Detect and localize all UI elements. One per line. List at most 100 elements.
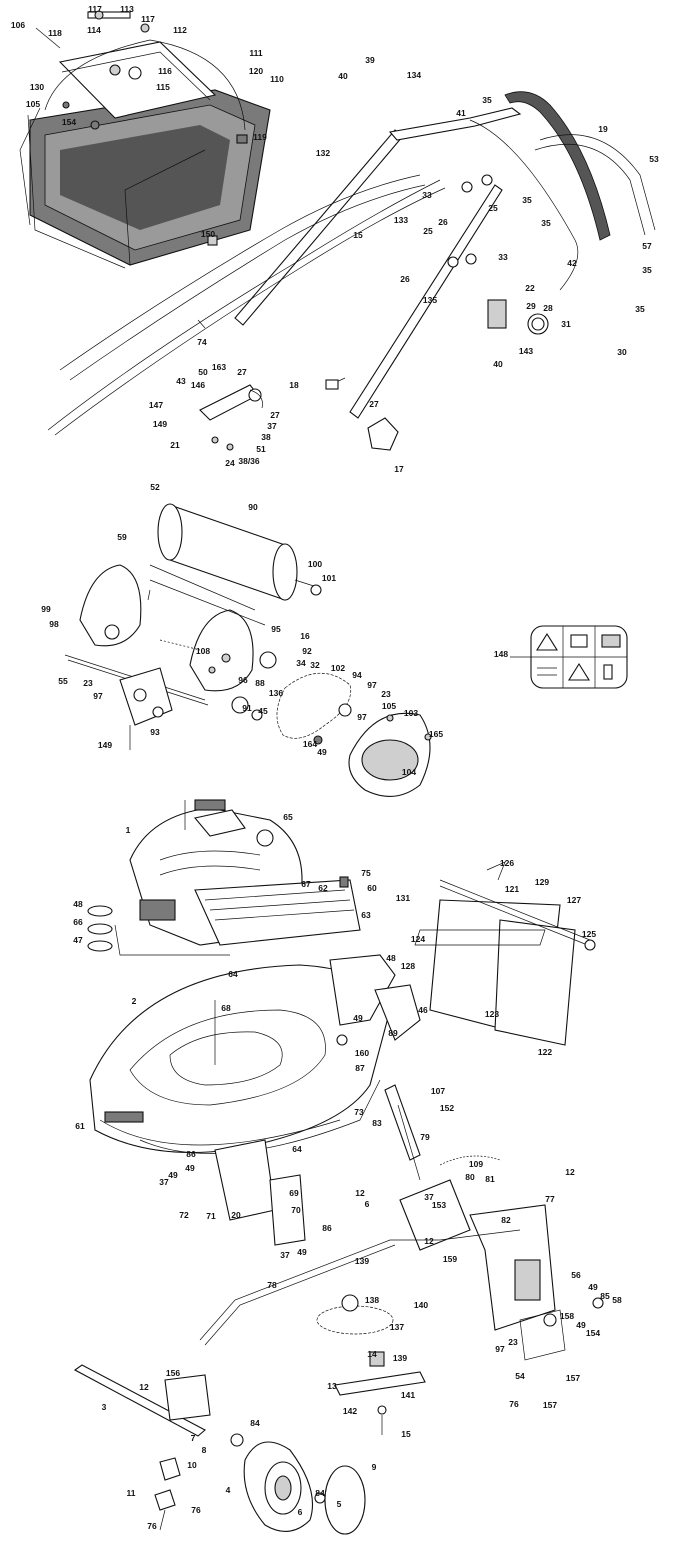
part-callout-38-36: 38/36 [238,456,260,466]
part-callout-64: 64 [292,1144,302,1154]
part-callout-72: 72 [179,1210,189,1220]
part-callout-1: 1 [126,825,131,835]
part-callout-60: 60 [367,883,377,893]
part-callout-107: 107 [431,1086,445,1096]
part-callout-149: 149 [153,419,167,429]
part-callout-17: 17 [394,464,404,474]
part-callout-97: 97 [93,691,103,701]
part-callout-131: 131 [396,893,410,903]
part-callout-10: 10 [187,1460,197,1470]
part-callout-83: 83 [372,1118,382,1128]
part-callout-25: 25 [488,203,498,213]
part-callout-129: 129 [535,877,549,887]
part-callout-102: 102 [331,663,345,673]
part-callout-62: 62 [318,883,328,893]
part-callout-89: 89 [388,1028,398,1038]
part-callout-49: 49 [168,1170,178,1180]
warning-label [510,625,628,689]
part-callout-29: 29 [526,301,536,311]
part-callout-39: 39 [365,55,375,65]
part-callout-30: 30 [617,347,627,357]
part-callout-153: 153 [432,1200,446,1210]
part-callout-138: 138 [365,1295,379,1305]
exit-icon [603,664,613,680]
part-callout-133: 133 [394,215,408,225]
part-callout-137: 137 [390,1322,404,1332]
part-callout-119: 119 [253,132,267,142]
part-callout-156: 156 [166,1368,180,1378]
part-callout-49: 49 [353,1013,363,1023]
part-callout-2: 2 [132,996,137,1006]
part-callout-98: 98 [49,619,59,629]
part-callout-37: 37 [159,1177,169,1187]
part-callout-12: 12 [424,1236,434,1246]
part-callout-86: 86 [186,1149,196,1159]
part-callout-40: 40 [338,71,348,81]
part-callout-73: 73 [354,1107,364,1117]
part-callout-93: 93 [150,727,160,737]
part-callout-57: 57 [642,241,652,251]
part-callout-16: 16 [300,631,310,641]
part-callout-5: 5 [337,1499,342,1509]
part-callout-81: 81 [485,1174,495,1184]
engine [87,799,361,956]
part-callout-21: 21 [170,440,180,450]
part-callout-110: 110 [270,74,284,84]
part-callout-105: 105 [26,99,40,109]
part-callout-18: 18 [289,380,299,390]
part-callout-43: 43 [176,376,186,386]
part-callout-96: 96 [238,675,248,685]
part-callout-42: 42 [567,258,577,268]
handle-assembly [47,91,656,451]
part-callout-22: 22 [525,283,535,293]
part-callout-106: 106 [11,20,25,30]
part-callout-78: 78 [267,1280,277,1290]
part-callout-113: 113 [120,4,134,14]
part-callout-86: 86 [322,1223,332,1233]
part-callout-84: 84 [315,1488,325,1498]
part-callout-95: 95 [271,624,281,634]
part-callout-63: 63 [361,910,371,920]
part-callout-104: 104 [402,767,416,777]
part-callout-80: 80 [465,1172,475,1182]
part-callout-51: 51 [256,444,266,454]
part-callout-70: 70 [291,1205,301,1215]
part-callout-76: 76 [191,1505,201,1515]
part-callout-149: 149 [98,740,112,750]
part-callout-13: 13 [327,1381,337,1391]
part-callout-117: 117 [141,14,155,24]
part-callout-97: 97 [495,1344,505,1354]
part-callout-38: 38 [261,432,271,442]
part-callout-68: 68 [221,1003,231,1013]
part-callout-121: 121 [505,884,519,894]
part-callout-87: 87 [355,1063,365,1073]
part-callout-45: 45 [258,706,268,716]
manual-book-icon [570,634,588,648]
part-callout-3: 3 [102,1402,107,1412]
part-callout-65: 65 [283,812,293,822]
part-callout-26: 26 [438,217,448,227]
part-callout-8: 8 [202,1445,207,1455]
part-callout-69: 69 [289,1188,299,1198]
mower-deck [89,954,421,1246]
part-callout-146: 146 [191,380,205,390]
part-callout-27: 27 [237,367,247,377]
part-callout-91: 91 [242,703,252,713]
part-callout-6: 6 [298,1507,303,1517]
wheel-axle [73,1364,366,1535]
part-callout-157: 157 [566,1373,580,1383]
part-callout-41: 41 [456,108,466,118]
part-callout-25: 25 [423,226,433,236]
part-callout-97: 97 [367,680,377,690]
part-callout-143: 143 [519,346,533,356]
roller-assembly [64,503,432,797]
part-callout-154: 154 [62,117,76,127]
part-callout-40: 40 [493,359,503,369]
part-callout-33: 33 [498,252,508,262]
part-callout-88: 88 [255,678,265,688]
part-callout-92: 92 [302,646,312,656]
part-callout-48: 48 [386,953,396,963]
part-callout-55: 55 [58,676,68,686]
part-callout-122: 122 [538,1047,552,1057]
